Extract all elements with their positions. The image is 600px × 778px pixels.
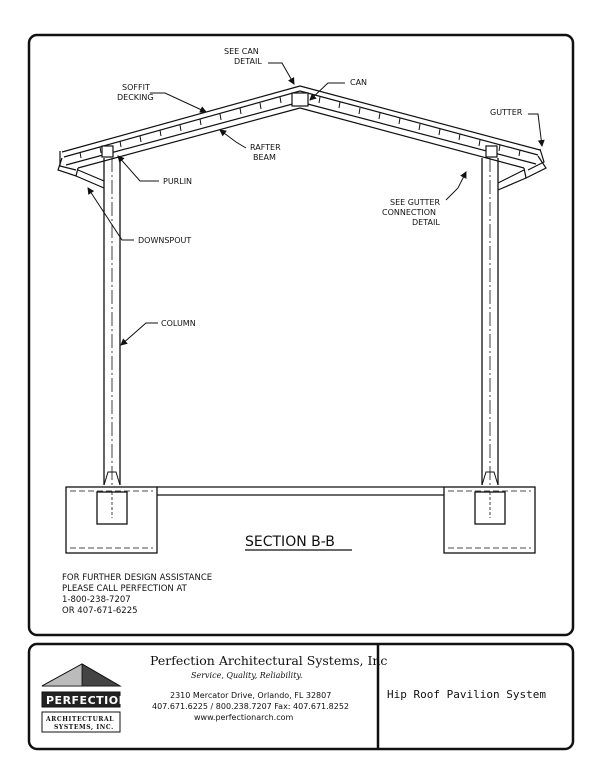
slab [157, 486, 444, 496]
assistance-note-line-2: PLEASE CALL PERFECTION AT [62, 584, 188, 594]
assistance-note-line-4: OR 407-671-6225 [62, 606, 138, 616]
section-title: SECTION B-B [245, 534, 335, 550]
footing-right [443, 471, 536, 554]
downspout-right [497, 169, 527, 191]
footing-left [65, 471, 158, 554]
company-logo: PERFECTION ARCHITECTURAL SYSTEMS, INC. [41, 663, 128, 733]
label-see-gutter-2: CONNECTION [382, 208, 436, 217]
drawing-frame [27, 33, 575, 637]
column-right [481, 158, 499, 485]
company-phones: 407.671.6225 / 800.238.7207 Fax: 407.671… [152, 702, 349, 711]
label-see-can-detail-1: SEE CAN [224, 47, 259, 56]
label-rafter-1: RAFTER [250, 143, 281, 152]
roof [57, 85, 547, 179]
purlin-left [101, 145, 114, 158]
label-purlin: PURLIN [163, 177, 192, 186]
leaders [87, 62, 545, 346]
company-address: 2310 Mercator Drive, Orlando, FL 32807 [170, 691, 331, 700]
assistance-note-line-1: FOR FURTHER DESIGN ASSISTANCE [62, 573, 212, 583]
downspout-left [75, 169, 105, 189]
logo-word: PERFECTION [46, 694, 128, 707]
label-can: CAN [350, 78, 367, 87]
label-see-gutter-1: SEE GUTTER [390, 198, 440, 207]
roof-deck-ticks-right [318, 96, 521, 157]
roof-deck-ticks-left [79, 96, 282, 159]
label-column: COLUMN [161, 319, 196, 328]
title-block-frame [27, 642, 575, 751]
label-soffit-2: DECKING [117, 93, 154, 102]
assistance-note-line-3: 1-800-238-7207 [62, 595, 131, 605]
logo-sub-1: ARCHITECTURAL [45, 716, 114, 723]
company-name: Perfection Architectural Systems, Inc [150, 653, 387, 668]
label-see-gutter-3: DETAIL [412, 218, 440, 227]
company-tagline: Service, Quality, Reliability. [191, 671, 302, 680]
label-gutter: GUTTER [490, 108, 523, 117]
ridge-can [291, 92, 309, 107]
company-website: www.perfectionarch.com [194, 713, 294, 722]
system-name: Hip Roof Pavilion System [387, 688, 546, 701]
column-left [103, 158, 121, 485]
logo-sub-2: SYSTEMS, INC. [54, 724, 114, 731]
label-see-can-detail-2: DETAIL [234, 57, 262, 66]
label-downspout: DOWNSPOUT [138, 236, 191, 245]
label-soffit-1: SOFFIT [122, 83, 150, 92]
label-rafter-2: BEAM [253, 153, 276, 162]
purlin-right [485, 145, 498, 158]
